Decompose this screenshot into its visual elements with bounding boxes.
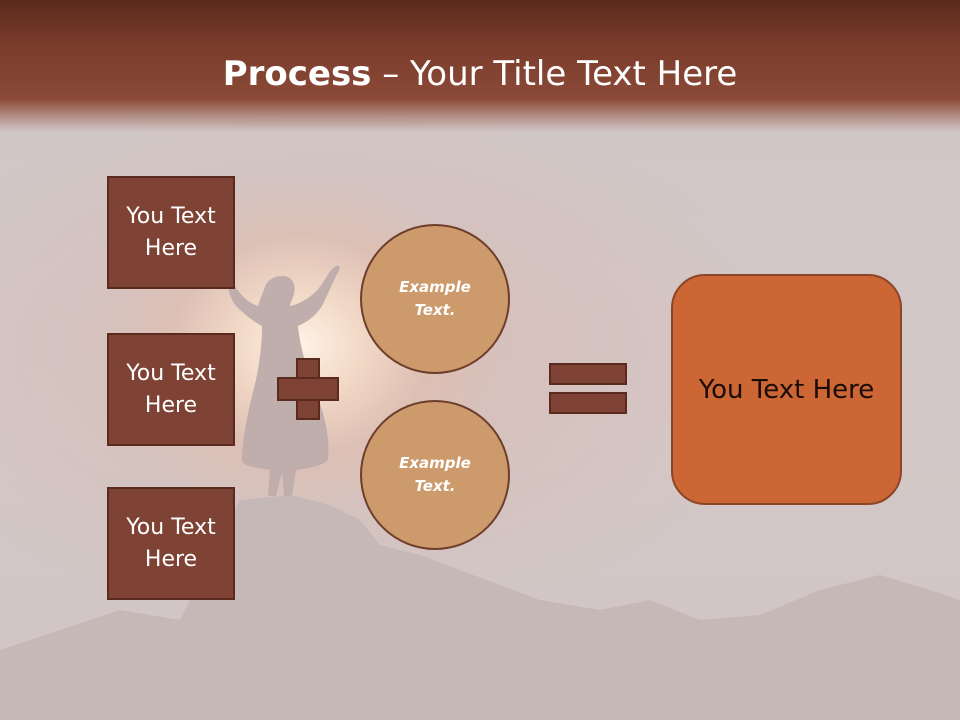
example-circle-1: Example Text.	[360, 224, 510, 374]
title-rest: – Your Title Text Here	[371, 54, 738, 94]
plus-icon-center	[298, 379, 318, 399]
title-bar	[0, 0, 960, 132]
equals-icon-bottom-bar	[549, 392, 627, 414]
input-box-3: You Text Here	[107, 487, 235, 600]
result-box: You Text Here	[671, 274, 902, 505]
title-strong: Process	[222, 54, 372, 94]
input-box-2: You Text Here	[107, 333, 235, 446]
mountain-range	[0, 495, 960, 720]
equals-icon-top-bar	[549, 363, 627, 385]
input-box-1: You Text Here	[107, 176, 235, 289]
page-title: Process – Your Title Text Here	[0, 54, 960, 94]
example-circle-2: Example Text.	[360, 400, 510, 550]
